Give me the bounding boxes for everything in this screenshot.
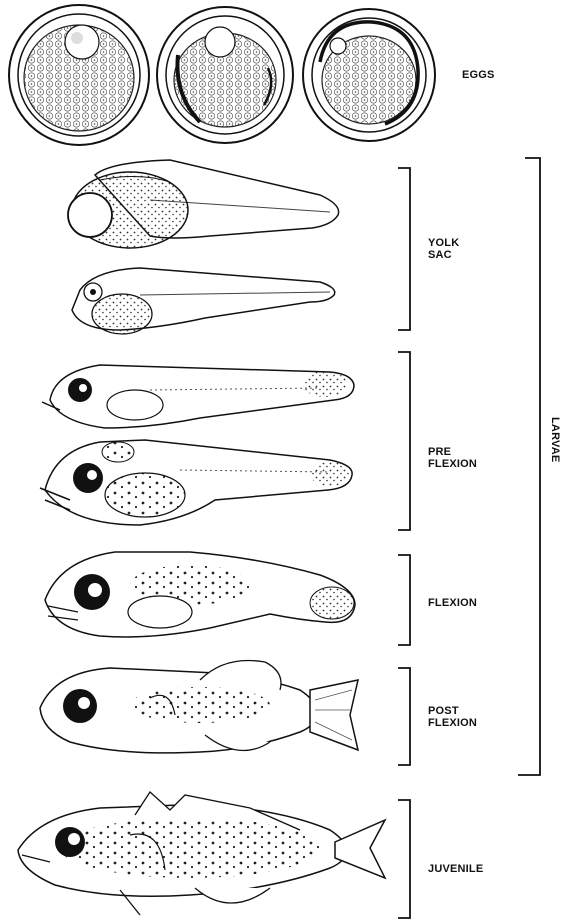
bracket-preflexion xyxy=(398,352,410,530)
label-postflexion-1: POST xyxy=(428,705,459,717)
label-larvae: LARVAE xyxy=(549,417,561,462)
egg-3 xyxy=(303,9,435,141)
label-eggs: EGGS xyxy=(462,69,495,81)
label-juvenile: JUVENILE xyxy=(428,863,483,875)
label-postflexion-2: FLEXION xyxy=(428,717,477,729)
preflexion-larva-2 xyxy=(40,440,352,525)
flexion-larva xyxy=(45,552,355,637)
egg-2 xyxy=(157,7,293,143)
label-flexion: FLEXION xyxy=(428,597,477,609)
bracket-juvenile xyxy=(398,800,410,918)
postflexion-larva xyxy=(40,660,358,752)
preflexion-larva-1 xyxy=(42,365,354,428)
bracket-larvae xyxy=(518,158,540,775)
yolk-sac-larva-1 xyxy=(68,160,339,248)
bracket-yolk-sac xyxy=(398,168,410,330)
label-yolk-sac-1: YOLK xyxy=(428,237,459,249)
label-preflexion-2: FLEXION xyxy=(428,458,477,470)
bracket-postflexion xyxy=(398,668,410,765)
label-preflexion-1: PRE xyxy=(428,446,451,458)
yolk-sac-larva-2 xyxy=(72,268,335,334)
label-yolk-sac-2: SAC xyxy=(428,249,452,261)
bracket-flexion xyxy=(398,555,410,645)
juvenile-fish xyxy=(18,792,385,915)
egg-1 xyxy=(9,5,149,145)
